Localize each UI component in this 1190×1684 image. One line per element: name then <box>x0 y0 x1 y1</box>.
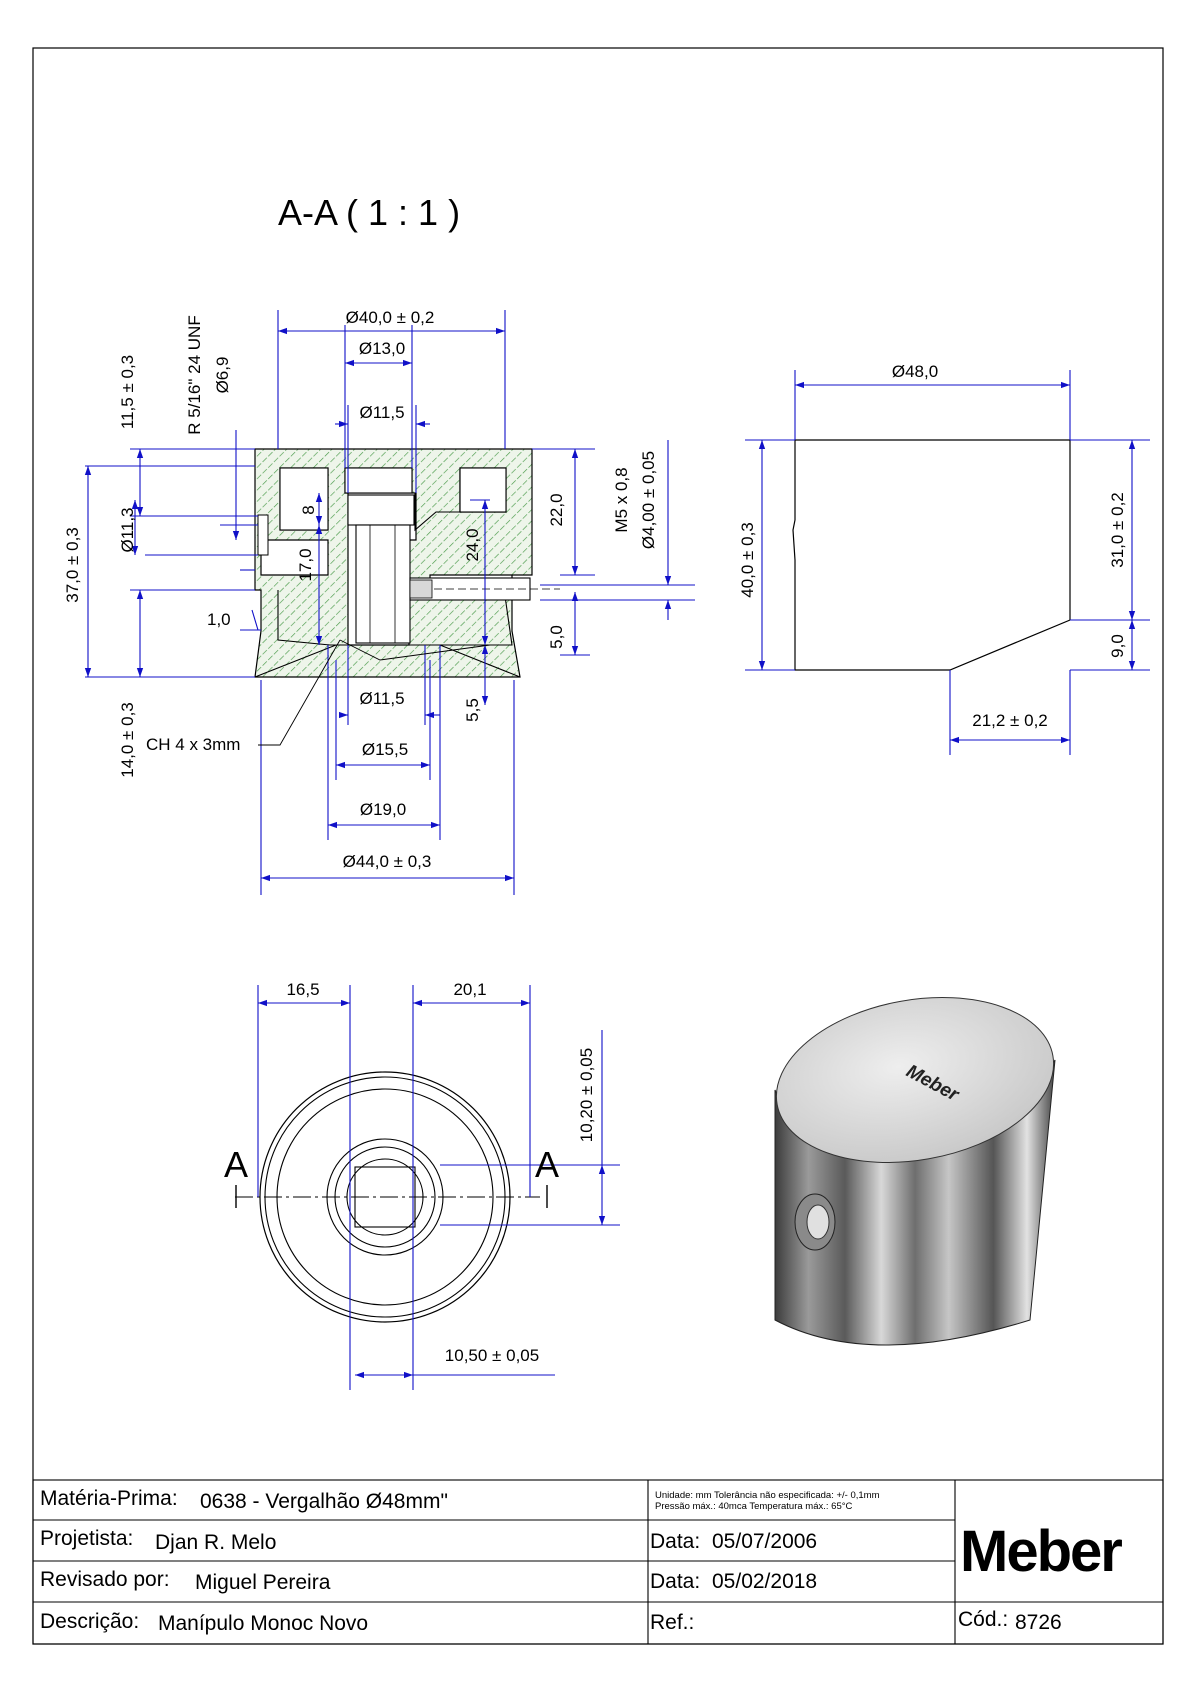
notes-line2: Pressão máx.: 40mca Temperatura máx.: 65… <box>655 1501 853 1512</box>
section-view: A-A ( 1 : 1 ) <box>63 192 695 895</box>
dim-d44: Ø44,0 ± 0,3 <box>343 852 432 871</box>
dim-d201: 20,1 <box>453 980 486 999</box>
revisado-value: Miguel Pereira <box>195 1571 331 1594</box>
center-bore <box>355 524 411 644</box>
dim-h24: 24,0 <box>463 528 482 561</box>
meber-logo: Meber <box>960 1519 1123 1584</box>
dim-h9: 9,0 <box>1108 634 1127 658</box>
dim-d48: Ø48,0 <box>892 362 938 381</box>
data2-value: 05/02/2018 <box>712 1570 818 1593</box>
data1-label: Data: <box>650 1530 701 1553</box>
dim-h115: 11,5 ± 0,3 <box>118 355 137 429</box>
side-thread-hole <box>257 514 269 556</box>
dim-h17: 17,0 <box>296 548 315 581</box>
materia-value: 0638 - Vergalhão Ø48mm" <box>200 1490 448 1513</box>
sheet-border <box>32 47 1164 1645</box>
data1-value: 05/07/2006 <box>712 1530 818 1553</box>
materia-label: Matéria-Prima: <box>40 1487 178 1510</box>
dim-h40: 40,0 ± 0,3 <box>738 522 757 598</box>
dim-d1020: 10,20 ± 0,05 <box>577 1048 596 1142</box>
dim-w212: 21,2 ± 0,2 <box>972 711 1048 730</box>
title-block <box>32 1479 1164 1645</box>
dim-d40: Ø40,0 ± 0,2 <box>346 308 435 327</box>
top-view: 16,5 20,1 10,20 ± 0,05 10,50 ± 0,05 A A <box>224 980 620 1390</box>
projetista-value: Djan R. Melo <box>155 1531 277 1554</box>
cod-label: Cód.: <box>958 1608 1009 1631</box>
dim-d115-top: Ø11,5 <box>359 403 404 422</box>
dim-d155: Ø15,5 <box>362 740 408 759</box>
notes-line1: Unidade: mm Tolerância não especificada:… <box>655 1490 880 1501</box>
dim-d13: Ø13,0 <box>359 339 405 358</box>
dim-d165: 16,5 <box>286 980 319 999</box>
revisado-label: Revisado por: <box>40 1568 170 1591</box>
hex-socket <box>347 494 415 526</box>
dim-h5: 5,0 <box>547 625 566 649</box>
dim-d115-bot: Ø11,5 <box>359 689 404 708</box>
dim-h31: 31,0 ± 0,2 <box>1108 492 1127 568</box>
section-letter-left: A <box>224 1144 248 1185</box>
left-pocket <box>279 467 329 531</box>
dim-m5: M5 x 0,8 <box>612 467 631 532</box>
dim-d69: Ø6,9 <box>213 357 232 394</box>
descricao-value: Manípulo Monoc Novo <box>158 1612 369 1635</box>
dim-h8: 8 <box>299 505 318 514</box>
dim-h14: 14,0 ± 0,3 <box>118 702 137 778</box>
cod-value: 8726 <box>1015 1611 1062 1634</box>
dim-h22: 22,0 <box>547 493 566 526</box>
section-letter-right: A <box>535 1144 559 1185</box>
descricao-label: Descrição: <box>40 1610 140 1633</box>
side-view: Ø48,0 40,0 ± 0,3 31,0 ± 0,2 9,0 21,2 ± 0… <box>738 362 1150 755</box>
dim-d113: Ø11,3 <box>118 507 137 552</box>
dim-d19: Ø19,0 <box>360 800 406 819</box>
dim-thread: R 5/16" 24 UNF <box>185 315 204 434</box>
dim-d1050: 10,50 ± 0,05 <box>445 1346 539 1365</box>
dim-d4: Ø4,00 ± 0,05 <box>639 451 658 549</box>
projetista-label: Projetista: <box>40 1527 134 1550</box>
data2-label: Data: <box>650 1570 701 1593</box>
render-3d: Meber <box>774 997 1056 1346</box>
dim-h55: 5,5 <box>463 698 482 722</box>
right-pocket <box>459 467 507 513</box>
dim-h1: 1,0 <box>207 610 231 629</box>
section-title: A-A ( 1 : 1 ) <box>278 192 460 233</box>
dim-h37: 37,0 ± 0,3 <box>63 527 82 603</box>
top-bore <box>344 467 413 494</box>
side-outline <box>792 439 1071 671</box>
dim-chamfer: CH 4 x 3mm <box>146 735 240 754</box>
ref-label: Ref.: <box>650 1611 695 1634</box>
